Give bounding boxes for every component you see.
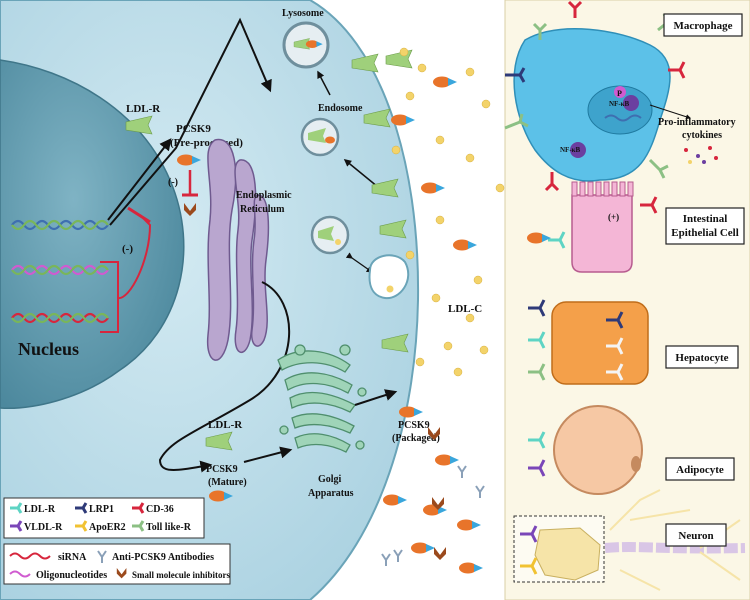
p-label: P — [617, 89, 622, 98]
proinflam-label-2: cytokines — [682, 130, 722, 141]
nfkb-nucleus — [623, 95, 639, 111]
endosome-label: Endosome — [318, 103, 363, 114]
arrow-er-to-mature — [158, 281, 290, 473]
inhibit-dna-label: (-) — [122, 243, 133, 255]
endosome-1 — [300, 117, 340, 157]
arrow-endosome-to-lysosome — [317, 70, 331, 96]
neuron-axon — [604, 542, 746, 554]
endosome-2 — [310, 215, 350, 255]
inhibition-bar — [127, 206, 151, 224]
legend-antibody: Anti-PCSK9 Antibodies — [112, 552, 214, 563]
legend: LDL-R LRP1 CD-36 VLDL-R ApoER2 Toll like… — [3, 497, 231, 585]
er-label-1: Endoplasmic — [236, 190, 292, 201]
legend-cd36: CD-36 — [146, 504, 174, 515]
legend-apoer2: ApoER2 — [89, 522, 126, 533]
legend-ldlr: LDL-R — [24, 504, 56, 515]
box-adipocyte: Adipocyte — [676, 464, 724, 476]
pcsk9-pre-label: PCSK9 — [176, 123, 211, 135]
ldlr-mid-label: LDL-R — [208, 419, 243, 431]
pcsk9-packaged-label: PCSK9 — [398, 420, 430, 431]
nucleus-label: Nucleus — [18, 339, 79, 359]
legend-inhibitor: Small molecule inhibitors — [132, 570, 231, 580]
arrow-dna-to-ldlr — [107, 138, 172, 221]
legend-lrp1: LRP1 — [89, 504, 114, 515]
arrow-mature-to-golgi — [243, 446, 293, 463]
neuron-body — [534, 527, 601, 581]
extracellular-inhibitors — [428, 427, 446, 560]
arrow-endocytosis — [345, 252, 374, 273]
ldlr-top-label: LDL-R — [126, 103, 161, 115]
macro-dna — [604, 114, 642, 122]
endocytic-pit — [368, 254, 410, 300]
cytokine-dots — [684, 146, 718, 164]
inhibit-top-label: (-) — [168, 177, 178, 188]
box-hepatocyte: Hepatocyte — [675, 352, 728, 364]
inhibition-bracket — [100, 214, 152, 333]
intestinal-cd36 — [640, 196, 658, 214]
pcsk9-pre-sub: (Pre-processed) — [170, 137, 243, 149]
adipocyte-receptors — [528, 431, 546, 477]
microvilli — [571, 181, 634, 197]
cell-label-boxes: Macrophage Intestinal Epithelial Cell He… — [663, 13, 745, 547]
nfkb-cyto — [570, 142, 586, 158]
extracellular-antibodies — [381, 465, 485, 567]
box-macrophage: Macrophage — [673, 20, 732, 32]
arrow-cytokine — [649, 104, 691, 120]
arrow-dna-to-pcsk9 — [109, 17, 272, 226]
lysosome — [282, 21, 330, 69]
golgi-label-2: Apparatus — [308, 488, 354, 499]
arrow-golgi-to-packaged — [354, 389, 398, 406]
legend-oligo-icon — [9, 570, 31, 578]
lysosome-label: Lysosome — [282, 8, 324, 19]
adipocyte-cell — [553, 405, 643, 495]
golgi-apparatus — [277, 344, 367, 453]
adipocyte-nucleus — [631, 456, 641, 472]
box-intestinal-2: Epithelial Cell — [671, 227, 739, 239]
neuron-dendrites — [609, 489, 741, 591]
ldlc-label: LDL-C — [448, 303, 482, 315]
er-label-2: Reticulum — [240, 204, 285, 215]
hepatocyte-cell — [551, 301, 649, 385]
box-intestinal-1: Intestinal — [683, 213, 728, 225]
golgi-label-1: Golgi — [318, 474, 342, 485]
ldlc-in-pit — [386, 285, 394, 293]
nfkb-label-1: NF-κB — [609, 100, 630, 108]
intestinal-receptor — [548, 231, 566, 249]
arrow-cell-to-endosome — [343, 159, 379, 188]
nfkb-label-2: NF-κB — [560, 146, 581, 154]
neuron-receptors — [520, 525, 538, 575]
hepatocyte-receptors — [528, 299, 624, 381]
pcsk9-mature-label: PCSK9 — [206, 464, 238, 475]
legend-oligo: Oligonucleotides — [36, 570, 107, 581]
pcsk9-packaged-sub: (Packaged) — [392, 433, 440, 444]
legend-toll: Toll like-R — [146, 522, 192, 533]
dna-strands — [11, 219, 109, 324]
pcsk9-mature-sub: (Mature) — [208, 477, 247, 488]
intestinal-cell — [571, 194, 633, 273]
plus-label: (+) — [608, 212, 619, 222]
proinflam-label-1: Pro-inflammatory — [658, 117, 736, 128]
legend-sirna: siRNA — [58, 552, 87, 563]
box-neuron: Neuron — [678, 530, 713, 542]
p-marker — [614, 86, 626, 98]
legend-sirna-icon — [9, 552, 51, 560]
legend-vldlr: VLDL-R — [24, 522, 63, 533]
endoplasmic-reticulum — [206, 138, 270, 361]
